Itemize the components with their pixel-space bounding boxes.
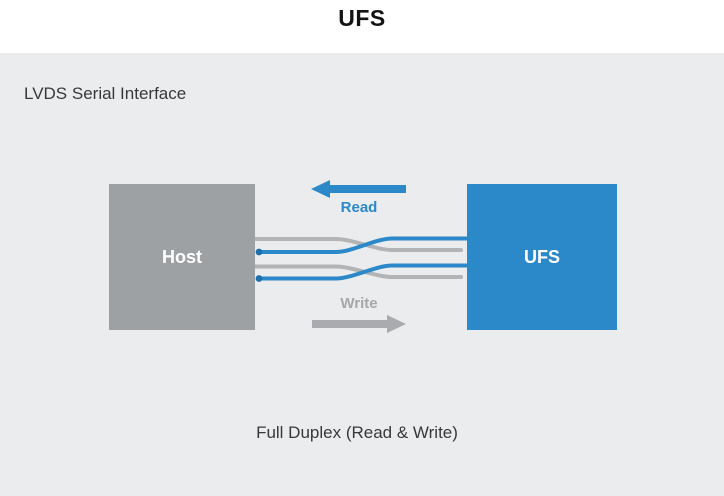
write-arrow-icon [312,315,406,333]
duplex-caption: Full Duplex (Read & Write) [256,423,458,442]
page-title: UFS [338,5,386,31]
read-wire-pair2 [257,263,472,281]
read-direction-label: Read [340,199,378,216]
host-box-label: Host [162,246,202,267]
read-arrow-icon [311,180,406,198]
host-box: Host [109,184,255,330]
ufs-box-label: UFS [524,246,560,267]
read-wire-end-dot [255,248,263,256]
interface-subtitle: LVDS Serial Interface [24,84,187,103]
read-wire-pair1 [257,236,472,254]
read-wire-end-dot [255,275,263,282]
write-direction-label: Write [340,295,378,312]
ufs-box: UFS [467,184,617,330]
